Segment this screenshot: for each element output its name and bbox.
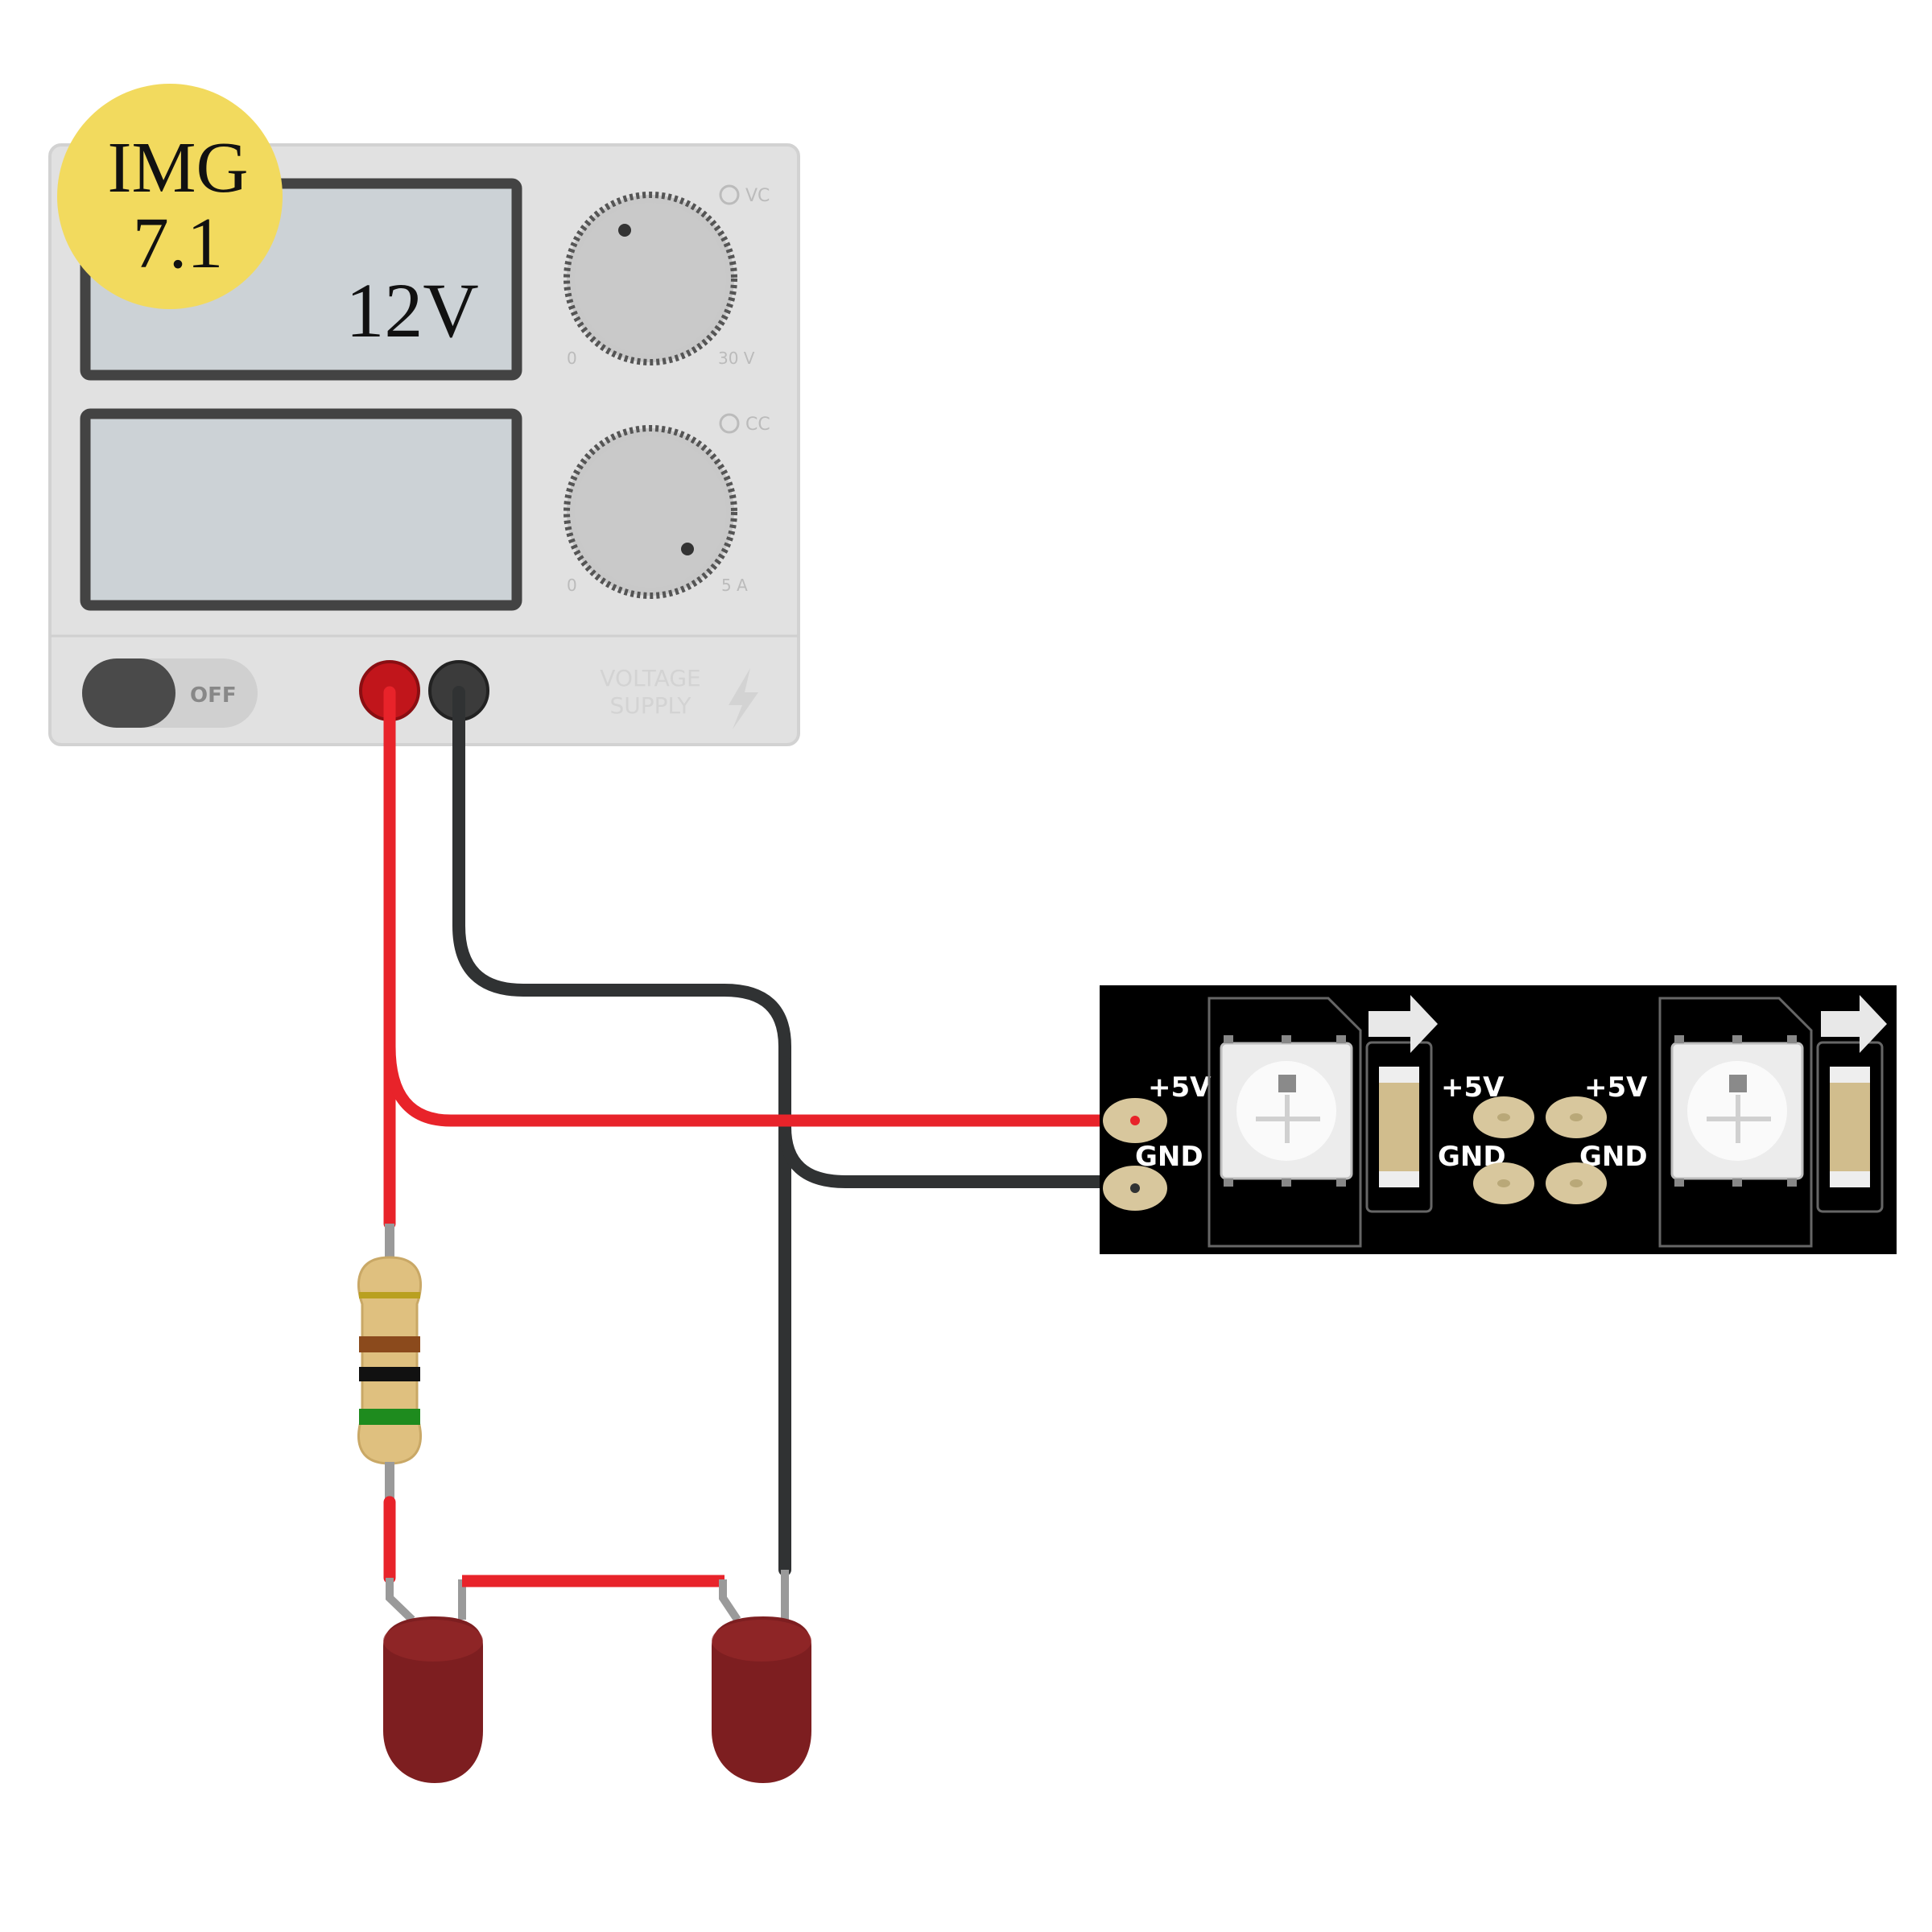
cc-indicator-label: CC <box>745 415 770 435</box>
led-2 <box>712 1570 811 1783</box>
figure-badge: IMG 7.1 <box>57 84 283 309</box>
brand-line-1: VOLTAGE <box>600 665 700 691</box>
led-1 <box>383 1578 483 1783</box>
cv-indicator-icon <box>719 184 740 205</box>
cv-indicator-label: VC <box>745 186 770 206</box>
voltage-knob-min: 0 <box>567 349 577 368</box>
strip-label-plus-1: +5V <box>1148 1071 1212 1104</box>
power-switch-label: OFF <box>190 683 237 708</box>
current-display <box>80 408 522 611</box>
badge-line-1: IMG <box>108 128 249 208</box>
current-knob-min: 0 <box>567 576 577 595</box>
strip-label-plus-3: +5V <box>1584 1071 1648 1104</box>
resistor <box>357 1224 422 1504</box>
strip-label-gnd-1: GND <box>1135 1141 1203 1173</box>
power-supply: 12V VC 0 30 V CC 0 5 A OFF <box>48 143 800 746</box>
current-knob[interactable] <box>564 425 737 599</box>
badge-line-2: 7.1 <box>133 204 224 283</box>
power-switch[interactable]: OFF <box>82 658 258 728</box>
strip-led-2 <box>1658 995 1887 1248</box>
brand-line-2: SUPPLY <box>609 692 691 719</box>
voltage-readout: 12V <box>345 267 478 353</box>
strip-arrow-icon-2 <box>1821 995 1887 1053</box>
voltage-knob[interactable] <box>564 192 737 365</box>
ground-wire-led <box>452 686 791 1576</box>
led-strip: +5V GND +5V GND +5V GND <box>1100 985 1897 1254</box>
strip-arrow-icon-1 <box>1368 995 1438 1053</box>
ground-wire-strip <box>778 1056 1116 1188</box>
positive-wire-strip <box>383 1040 1116 1127</box>
current-knob-max: 5 A <box>721 576 748 595</box>
voltage-knob-max: 30 V <box>718 349 755 368</box>
lightning-icon <box>729 668 758 729</box>
strip-led-1 <box>1208 995 1438 1248</box>
cc-indicator-icon <box>719 413 740 434</box>
